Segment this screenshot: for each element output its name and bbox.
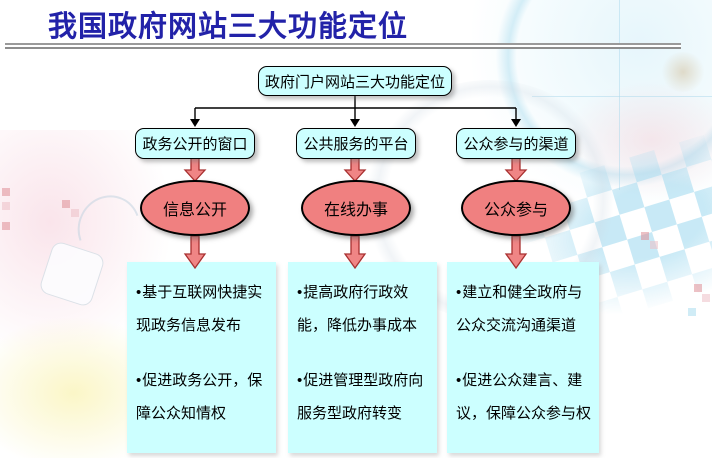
bullet-text: 促进政务公开，保障公众知情权 xyxy=(136,372,263,422)
bullet-item: •促进公众建言、建议，保障公众参与权 xyxy=(456,364,594,430)
red-arrow-ellipse-to-panel-3 xyxy=(504,235,528,270)
bullet-dot: • xyxy=(297,372,303,389)
red-arrow-ellipse-to-panel-2 xyxy=(343,235,367,270)
arrowhead-branch-3 xyxy=(511,119,521,127)
detail-panel-1: •基于互联网快捷实现政务信息发布 •促进政务公开，保障公众知情权 xyxy=(127,262,276,453)
bullet-text: 提高政府行政效能，降低办事成本 xyxy=(297,284,418,334)
branch-node-3: 公众参与的渠道 xyxy=(456,128,576,159)
ellipse-node-1: 信息公开 xyxy=(140,180,250,236)
decor-mosaic xyxy=(650,241,658,249)
decor-mosaic xyxy=(694,284,702,292)
bullet-item: •提高政府行政效能，降低办事成本 xyxy=(297,276,432,342)
bullet-dot: • xyxy=(456,372,462,389)
decor-mosaic xyxy=(2,202,10,210)
root-node: 政府门户网站三大功能定位 xyxy=(258,66,452,96)
decor-mosaic xyxy=(2,222,10,230)
ellipse-node-3: 公众参与 xyxy=(461,180,571,236)
decor-mosaic xyxy=(702,294,710,302)
decor-mosaic xyxy=(62,200,70,208)
bullet-dot: • xyxy=(456,284,462,301)
bullet-item: •基于互联网快捷实现政务信息发布 xyxy=(136,276,271,342)
red-arrow-ellipse-to-panel-1 xyxy=(183,235,207,270)
bullet-dot: • xyxy=(136,284,142,301)
ellipse-node-2: 在线办事 xyxy=(301,180,411,236)
slide-title: 我国政府网站三大功能定位 xyxy=(48,11,409,43)
bullet-text: 基于互联网快捷实现政务信息发布 xyxy=(136,284,263,334)
bullet-text: 促进管理型政府向服务型政府转变 xyxy=(297,372,424,422)
bullet-item: •建立和健全政府与公众交流沟通渠道 xyxy=(456,276,594,342)
detail-panel-3: •建立和健全政府与公众交流沟通渠道 •促进公众建言、建议，保障公众参与权 xyxy=(447,262,599,453)
branch-node-1: 政务公开的窗口 xyxy=(135,128,255,159)
title-divider xyxy=(5,43,681,49)
bullet-dot: • xyxy=(136,372,142,389)
red-arrow-branch-to-ellipse-3 xyxy=(504,156,528,182)
red-arrow-branch-to-ellipse-2 xyxy=(343,156,367,182)
decor-mosaic xyxy=(71,209,79,217)
decor-mosaic xyxy=(641,232,649,240)
bullet-item: •促进管理型政府向服务型政府转变 xyxy=(297,364,432,430)
branch-node-2: 公共服务的平台 xyxy=(296,128,416,159)
red-arrow-branch-to-ellipse-1 xyxy=(183,156,207,182)
detail-panel-2: •提高政府行政效能，降低办事成本 •促进管理型政府向服务型政府转变 xyxy=(288,262,437,453)
bullet-text: 促进公众建言、建议，保障公众参与权 xyxy=(456,372,592,422)
bullet-text: 建立和健全政府与公众交流沟通渠道 xyxy=(456,284,583,334)
arrowhead-branch-2 xyxy=(350,119,360,127)
bullet-item: •促进政务公开，保障公众知情权 xyxy=(136,364,271,430)
bullet-dot: • xyxy=(297,284,303,301)
decor-mosaic xyxy=(688,308,696,316)
decor-mosaic xyxy=(2,188,10,196)
arrowhead-branch-1 xyxy=(190,119,200,127)
